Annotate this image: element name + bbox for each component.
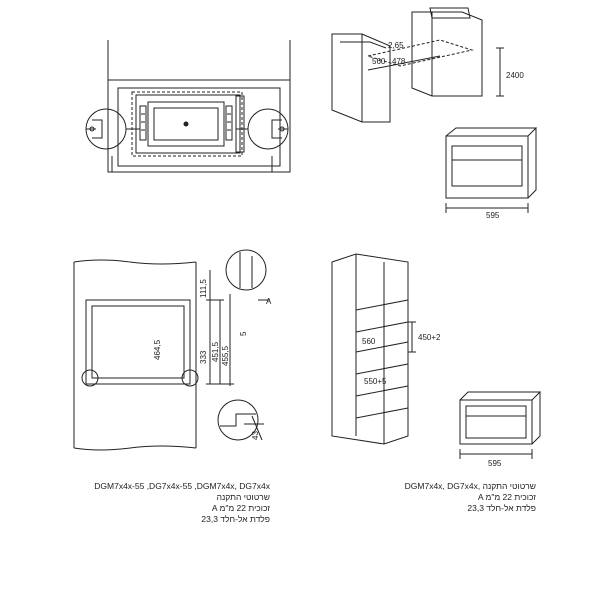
dim-top-right-2-65: 2,65 (388, 41, 404, 50)
caption-right: DGM7x4x, DG7x4x, שרטוטי התקנה A זכוכית 2… (330, 481, 536, 514)
dim-bottom-right-450-2: 450+2 (418, 333, 441, 342)
caption-left-line2: שרטוטי התקנה (216, 492, 270, 502)
dim-bottom-right-width: 595 (488, 459, 502, 468)
dim-top-right-560: 560 (372, 57, 386, 66)
dim-5: 5 (239, 331, 248, 336)
caption-right-line2: A זכוכית 22 מ"מ (477, 492, 536, 502)
marker-a: A (266, 297, 272, 306)
dim-333: 333 (199, 350, 208, 364)
dim-top-right-478: 478 (392, 57, 406, 66)
caption-left-line3: A זכוכית 22 מ"מ (211, 503, 270, 513)
dim-top-right-width: 595 (486, 211, 500, 220)
caption-left-line1: DGM7x4x-55 ,DG7x4x-55 ,DGM7x4x, DG7x4x (94, 481, 270, 491)
caption-left: DGM7x4x-55 ,DG7x4x-55 ,DGM7x4x, DG7x4x ש… (60, 481, 270, 525)
dim-43: 43 (251, 431, 260, 440)
dim-455-5: 455,5 (221, 345, 230, 366)
caption-right-line1: DGM7x4x, DG7x4x, שרטוטי התקנה (404, 481, 536, 491)
dim-bottom-right-560: 560 (362, 337, 376, 346)
dim-bottom-right-550-5: 550+5 (364, 377, 387, 386)
dim-top-right-2400: 2400 (506, 71, 524, 80)
dim-451-5: 451,5 (211, 341, 220, 362)
caption-left-line4: פלדת אל-חלד 23,3 (201, 514, 270, 524)
dim-464-5: 464,5 (153, 339, 162, 360)
dim-111-5: 111,5 (199, 279, 208, 298)
caption-right-line3: פלדת אל-חלד 23,3 (467, 503, 536, 513)
